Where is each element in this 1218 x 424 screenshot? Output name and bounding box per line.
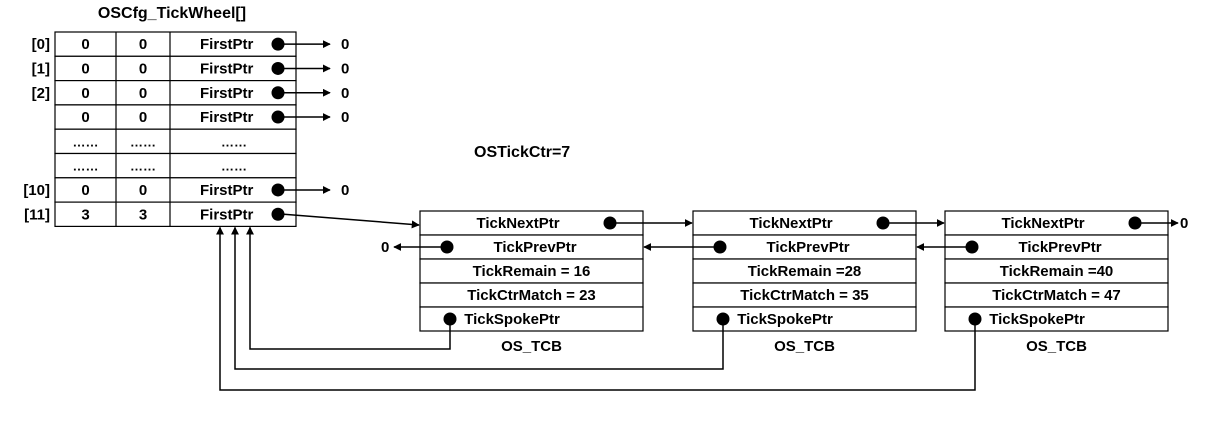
null-target: 0 <box>341 182 349 199</box>
tcb-field-match: TickCtrMatch = 47 <box>992 287 1121 304</box>
wheel-first-ptr: FirstPtr <box>200 60 254 77</box>
pointer-dot <box>271 86 285 100</box>
wheel-cell-count: 0 <box>81 85 89 102</box>
tcb-field-next: TickNextPtr <box>1001 215 1084 232</box>
null-target: 0 <box>341 85 349 102</box>
wheel-cell-nbr: 0 <box>139 36 147 53</box>
wheel-cell-count: …… <box>73 134 99 149</box>
wheel-row-index: [0] <box>32 36 50 53</box>
tcb-field-match: TickCtrMatch = 23 <box>467 287 596 304</box>
wheel-row: 0 0 FirstPtr 0 <box>54 104 349 130</box>
spoke-arrow <box>246 226 451 350</box>
wheel-cell-count: 0 <box>81 109 89 126</box>
prev-dot <box>713 240 727 254</box>
null-target: 0 <box>341 36 349 53</box>
wheel-cell-nbr: 0 <box>139 60 147 77</box>
wheel-first-ptr: FirstPtr <box>200 85 254 102</box>
wheel-title: OSCfg_TickWheel[] <box>98 5 246 22</box>
tcb-field-spoke: TickSpokePtr <box>989 311 1085 328</box>
wheel-cell-ellipsis: …… <box>221 134 247 149</box>
tcb-label: OS_TCB <box>501 338 562 355</box>
null-target: 0 <box>341 60 349 77</box>
tcb-field-prev: TickPrevPtr <box>1018 239 1101 256</box>
next-null-target: 0 <box>1180 215 1188 232</box>
spoke-arrow <box>216 226 976 391</box>
next-dot <box>876 216 890 230</box>
wheel-cell-count: 3 <box>81 206 89 223</box>
tcb-label: OS_TCB <box>774 338 835 355</box>
pointer-dot <box>271 61 285 75</box>
wheel-cell-nbr: 0 <box>139 109 147 126</box>
tick-counter-label: OSTickCtr=7 <box>474 144 570 161</box>
tcb-field-prev: TickPrevPtr <box>493 239 576 256</box>
wheel-row-index: [11] <box>24 206 50 223</box>
wheel-cell-count: 0 <box>81 60 89 77</box>
first-ptr-arrow <box>283 213 420 229</box>
wheel-row: [10] 0 0 FirstPtr 0 <box>23 177 349 203</box>
prev-null-target: 0 <box>381 239 389 256</box>
tcb-field-remain: TickRemain =40 <box>1000 263 1114 280</box>
pointer-dot <box>271 37 285 51</box>
spoke-arrow <box>231 226 724 370</box>
wheel-cell-nbr: 3 <box>139 206 147 223</box>
wheel-row-index: [1] <box>32 60 50 77</box>
wheel-row: [0] 0 0 FirstPtr 0 <box>32 31 349 57</box>
wheel-cell-nbr: …… <box>130 134 156 149</box>
wheel-first-ptr: FirstPtr <box>200 206 254 223</box>
tcb-field-spoke: TickSpokePtr <box>464 311 560 328</box>
next-dot <box>603 216 617 230</box>
next-dot <box>1128 216 1142 230</box>
wheel-cell-ellipsis: …… <box>221 159 247 174</box>
connectors: 00 <box>216 213 1188 391</box>
prev-dot <box>965 240 979 254</box>
wheel-cell-nbr: …… <box>130 159 156 174</box>
tcb-field-match: TickCtrMatch = 35 <box>740 287 869 304</box>
wheel-row: [11] 3 3 FirstPtr <box>24 201 297 228</box>
wheel-row: [2] 0 0 FirstPtr 0 <box>32 79 349 106</box>
wheel-cell-count: 0 <box>81 182 89 199</box>
wheel-cell-nbr: 0 <box>139 85 147 102</box>
wheel-row: …… …… …… <box>54 128 297 155</box>
wheel-row-index: [2] <box>32 85 50 102</box>
wheel-first-ptr: FirstPtr <box>200 109 254 126</box>
tcb-field-prev: TickPrevPtr <box>766 239 849 256</box>
pointer-dot <box>271 207 285 221</box>
wheel-row-index: [10] <box>23 182 50 199</box>
tcb-field-next: TickNextPtr <box>476 215 559 232</box>
wheel-cell-count: 0 <box>81 36 89 53</box>
tcb-field-next: TickNextPtr <box>749 215 832 232</box>
wheel-row: [1] 0 0 FirstPtr 0 <box>32 55 349 82</box>
tcb-field-remain: TickRemain =28 <box>748 263 862 280</box>
pointer-dot <box>271 183 285 197</box>
wheel-first-ptr: FirstPtr <box>200 36 254 53</box>
prev-dot <box>440 240 454 254</box>
wheel-first-ptr: FirstPtr <box>200 182 254 199</box>
wheel-cell-count: …… <box>73 159 99 174</box>
tcb-field-spoke: TickSpokePtr <box>737 311 833 328</box>
wheel-cell-nbr: 0 <box>139 182 147 199</box>
pointer-dot <box>271 110 285 124</box>
tcb-field-remain: TickRemain = 16 <box>473 263 591 280</box>
wheel-row: …… …… …… <box>54 152 297 179</box>
null-target: 0 <box>341 109 349 126</box>
tcb-label: OS_TCB <box>1026 338 1087 355</box>
